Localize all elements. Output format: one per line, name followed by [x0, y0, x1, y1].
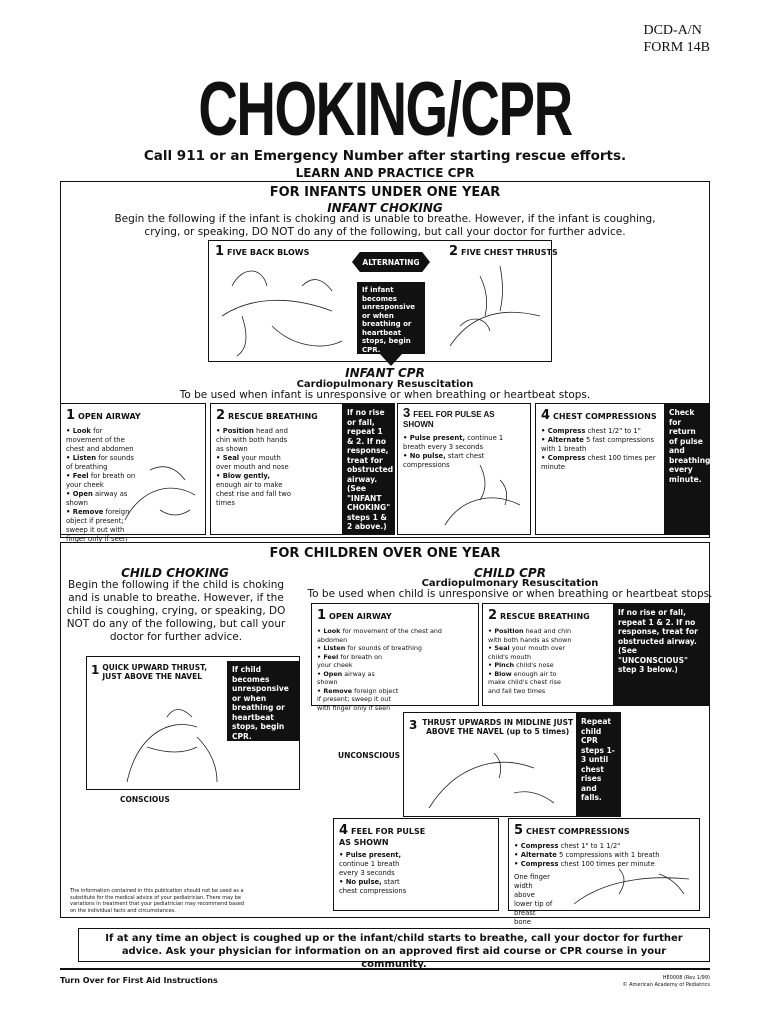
footer-divider [60, 968, 710, 970]
child-cpr-sub: Cardiopulmonary Resuscitation [421, 578, 599, 589]
disclaimer: The information contained in this public… [70, 888, 245, 914]
child-panel-3-note: Repeat child CPR steps 1-3 until chest r… [576, 713, 620, 816]
child-heading: FOR CHILDREN OVER ONE YEAR [269, 546, 501, 561]
child-step1-note: If child becomes unresponsive or when br… [227, 661, 299, 741]
unconscious-label: UNCONSCIOUS [338, 751, 401, 760]
infant-cpr-use: To be used when infant is unresponsive o… [179, 389, 591, 401]
infant-panel-2-note: If no rise or fall, repeat 1 & 2. If no … [342, 404, 394, 534]
down-arrow-icon [380, 354, 402, 366]
form-id: DCD-A/N FORM 14B [643, 22, 710, 56]
chest-thrusts-illustration [449, 265, 541, 347]
alternating-arrow: ALTERNATING [352, 252, 430, 272]
conscious-label: CONSCIOUS [120, 795, 170, 804]
learn-cpr: LEARN AND PRACTICE CPR [295, 166, 475, 180]
back-blows-illustration [221, 270, 343, 357]
infant-cpr-title: INFANT CPR [345, 366, 425, 380]
child-panel-2-note: If no rise or fall, repeat 1 & 2. If no … [613, 604, 709, 705]
page-title: CHOKING/CPR [198, 67, 573, 152]
copyright: © American Academy of Pediatrics [622, 981, 711, 988]
child-section [60, 542, 710, 918]
turn-over: Turn Over for First Aid Instructions [60, 976, 218, 985]
child-intro: Begin the following if the child is chok… [66, 579, 286, 643]
publication-info: HE0008 (Rev 1/99)© American Academy of P… [623, 975, 711, 988]
footer-note: If at any time an object is coughed up o… [78, 928, 710, 970]
infant-intro: Begin the following if the infant is cho… [114, 213, 656, 238]
finger-width-note: One finger width above lower tip of brea… [514, 873, 553, 926]
form-line2: FORM 14B [643, 40, 710, 55]
emergency-subtitle: Call 911 or an Emergency Number after st… [143, 148, 627, 164]
infant-cpr-sub: Cardiopulmonary Resuscitation [296, 379, 474, 390]
infant-choking-box [208, 240, 552, 362]
infant-cpr-note: If infant becomes unresponsive or when b… [357, 282, 425, 354]
pulse-illustration [444, 464, 521, 526]
open-airway-illustration [124, 466, 196, 521]
child-choking-title: CHILD CHOKING [121, 566, 229, 580]
child-cpr-title: CHILD CPR [474, 566, 546, 580]
infant-section [60, 181, 710, 538]
infant-panel-4-note: Check for return of pulse and breathing … [664, 404, 710, 534]
publication-code: HE0008 (Rev 1/99) [662, 975, 710, 981]
infant-choking-title: INFANT CHOKING [327, 201, 443, 215]
form-line1: DCD-A/N [643, 23, 702, 38]
infant-heading: FOR INFANTS UNDER ONE YEAR [269, 185, 501, 200]
child-cpr-use: To be used when child is unresponsive or… [307, 588, 713, 600]
